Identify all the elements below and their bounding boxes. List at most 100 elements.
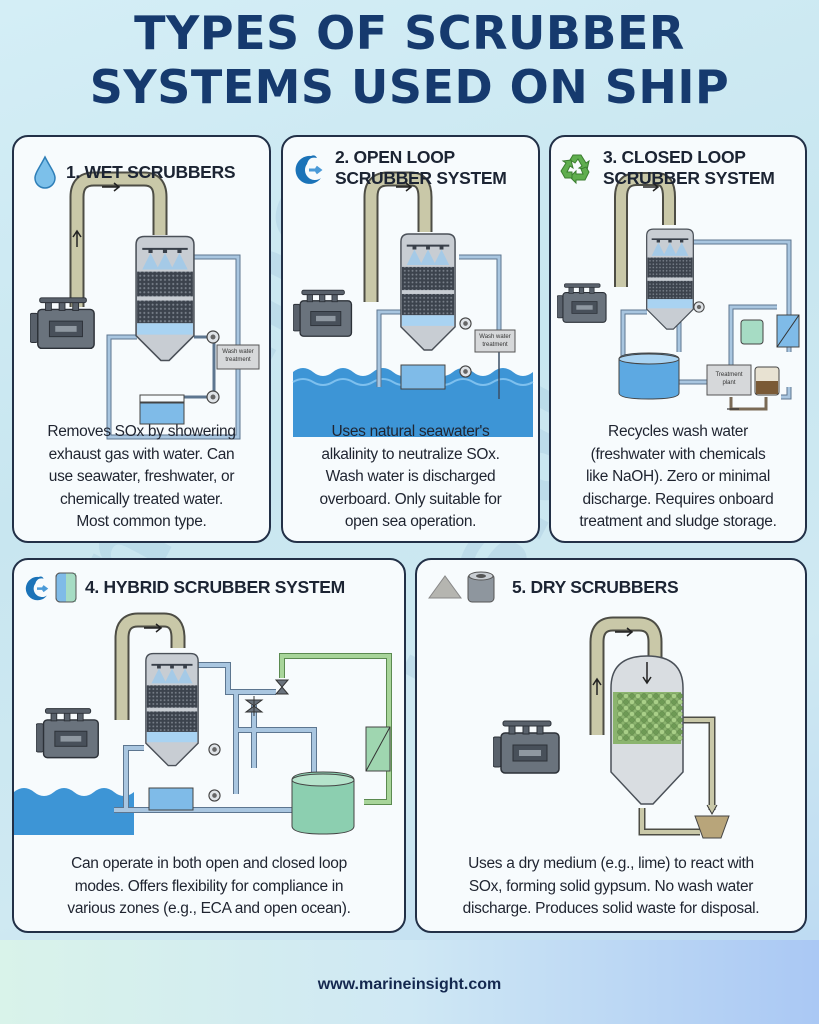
card-open-loop: Wash water treatment 2. OPEN LOOP SCRUBB… [281,135,540,543]
description-line: use seawater, freshwater, or [48,468,235,485]
medium-pellet [677,723,683,729]
description-line: treatment and sludge storage. [579,513,777,530]
medium-pellet [641,717,647,723]
page-title: TYPES OF SCRUBBER SYSTEMS USED ON SHIP [0,6,819,114]
medium-pellet [623,729,629,735]
medium-pellet [635,717,641,723]
description-line: Wash water is discharged [325,468,496,485]
medium-pellet [671,693,677,699]
medium-pellet [623,723,629,729]
medium-pellet [677,729,683,735]
medium-pellet [671,723,677,729]
card-description: Removes SOx by showering exhaust gas wit… [20,421,263,534]
description-line: (freshwater with chemicals [590,445,766,463]
medium-pellet [641,729,647,735]
card-description: Uses a dry medium (e.g., lime) to react … [423,853,799,921]
medium-pellet [659,717,665,723]
medium-pellet [653,699,659,705]
medium-pellet [659,711,665,717]
card-title-text: 2. OPEN LOOP [335,147,455,167]
medium-pellet [659,699,665,705]
medium-pellet [617,735,623,741]
description-line: modes. Offers flexibility for compliance… [74,877,344,895]
powder-pile-icon [428,575,462,599]
medium-pellet [665,693,671,699]
medium-pellet [629,729,635,735]
water-drop-icon [34,155,56,189]
medium-pellet [647,693,653,699]
medium-pellet [617,717,623,723]
medium-pellet [659,729,665,735]
description-line: Can operate in both open and closed loop [71,855,347,872]
medium-pellet [653,693,659,699]
treatment-label: Wash water treatment [479,334,511,348]
medium-pellet [665,717,671,723]
medium-pellet [617,705,623,711]
card-dry-scrubbers: 5. DRY SCRUBBERS Uses a dry medium (e.g.… [415,558,807,933]
medium-pellet [617,699,623,705]
website-link[interactable]: www.marineinsight.com [317,976,502,993]
medium-pellet [647,711,653,717]
wave-arrow-icon [295,155,323,184]
medium-pellet [629,711,635,717]
medium-pellet [623,711,629,717]
card-title-text: SCRUBBER SYSTEM [335,168,507,188]
medium-pellet [671,705,677,711]
medium-pellet [629,699,635,705]
card-title-text: 4. HYBRID SCRUBBER SYSTEM [85,576,345,597]
card-title: 4. HYBRID SCRUBBER SYSTEM [22,570,345,604]
medium-pellet [677,711,683,717]
filter-cartridge-icon [467,571,495,603]
card-wet-scrubbers: Wash water treatment 1. WET SCRUBBERS Re… [12,135,271,543]
description-line: Recycles wash water [608,423,748,440]
medium-pellet [641,711,647,717]
medium-pellet [617,729,623,735]
title-line-1: TYPES OF SCRUBBER [134,6,685,60]
medium-pellet [665,729,671,735]
medium-pellet [659,705,665,711]
medium-pellet [641,693,647,699]
medium-pellet [665,711,671,717]
medium-pellet [671,729,677,735]
medium-pellet [623,705,629,711]
tank-icon [55,572,77,603]
medium-pellet [671,735,677,741]
medium-pellet [659,735,665,741]
medium-pellet [635,699,641,705]
description-line: Uses a dry medium (e.g., lime) to react … [468,855,754,872]
card-title-text: 3. CLOSED LOOP [603,147,746,167]
medium-pellet [659,723,665,729]
description-line: Most common type. [76,513,207,530]
description-line: Uses natural seawater's [331,423,490,440]
description-line: overboard. Only suitable for [319,490,502,508]
medium-pellet [665,705,671,711]
medium-pellet [635,705,641,711]
card-title-text: 1. WET SCRUBBERS [66,161,236,182]
medium-pellet [635,711,641,717]
description-line: discharge. Requires onboard [582,490,774,508]
card-title: 2. OPEN LOOP SCRUBBER SYSTEM [291,147,507,189]
description-line: exhaust gas with water. Can [48,445,235,463]
card-hybrid: 4. HYBRID SCRUBBER SYSTEM Can operate in… [12,558,406,933]
medium-pellet [653,711,659,717]
description-line: like NaOH). Zero or minimal [586,468,770,485]
medium-pellet [629,723,635,729]
medium-pellet [629,693,635,699]
medium-pellet [677,699,683,705]
medium-pellet [665,735,671,741]
medium-pellet [641,723,647,729]
medium-pellet [629,705,635,711]
card-title-text: SCRUBBER SYSTEM [603,168,775,188]
medium-pellet [647,735,653,741]
medium-pellet [659,693,665,699]
medium-pellet [647,723,653,729]
medium-pellet [629,735,635,741]
card-closed-loop: Treatment plant 3. CLOSED LOOP SCRUBBER … [549,135,807,543]
medium-pellet [671,699,677,705]
medium-pellet [635,735,641,741]
medium-pellet [677,717,683,723]
medium-pellet [671,717,677,723]
medium-pellet [641,705,647,711]
card-title-text: 5. DRY SCRUBBERS [512,576,679,597]
medium-pellet [617,723,623,729]
